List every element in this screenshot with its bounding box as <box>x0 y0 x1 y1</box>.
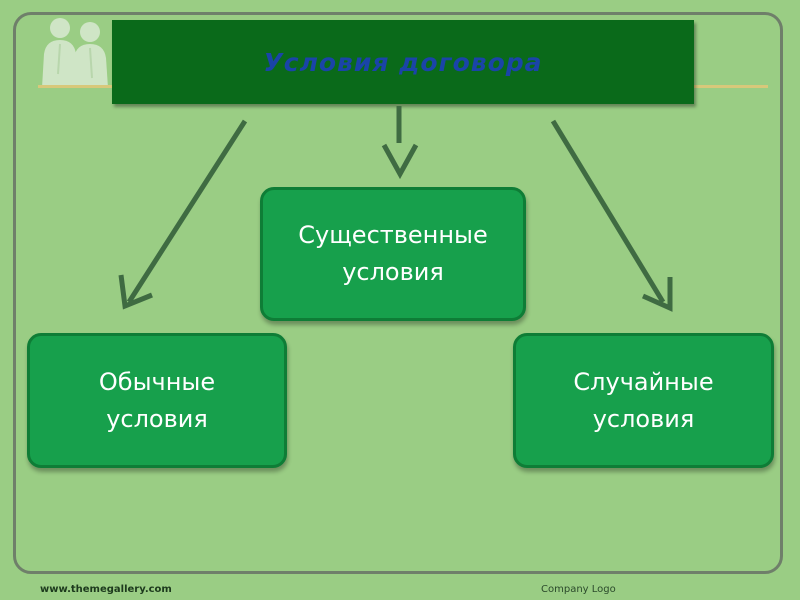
node-accidental-line1: Случайные <box>573 367 714 396</box>
node-ordinary-terms: Обычные условия <box>27 333 287 468</box>
footer-company-logo: Company Logo <box>541 584 616 595</box>
node-essential-line1: Существенные <box>298 221 488 249</box>
node-accidental-terms: Случайные условия <box>513 333 774 468</box>
node-accidental-line2: условия <box>592 404 695 433</box>
node-ordinary-line2: условия <box>106 404 208 433</box>
people-silhouette-icon <box>42 18 108 88</box>
title-bar: Условия договора <box>112 20 694 104</box>
node-essential-line2: условия <box>342 258 444 286</box>
footer-website: www.themegallery.com <box>40 584 172 595</box>
arrow-center <box>381 106 419 180</box>
node-ordinary-line1: Обычные <box>98 367 216 396</box>
arrow-left <box>118 119 248 310</box>
arrow-right <box>550 119 673 312</box>
page-title: Условия договора <box>263 47 543 77</box>
node-essential-terms: Существенные условия <box>260 187 526 321</box>
